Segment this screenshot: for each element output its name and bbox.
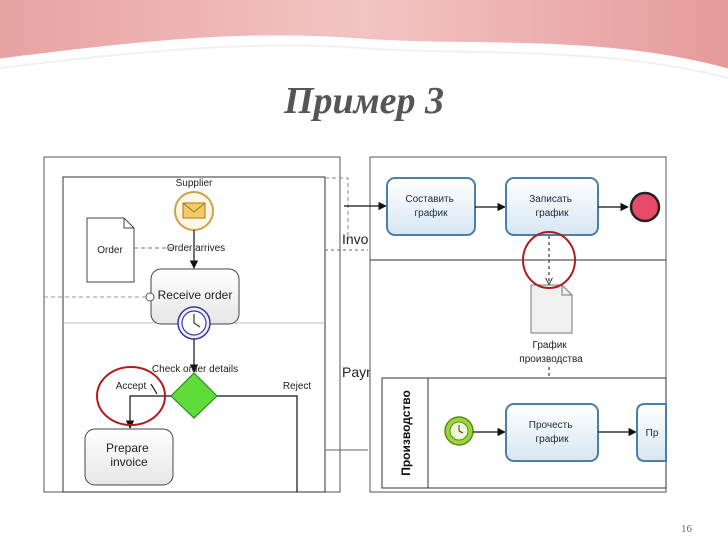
accept-label: Accept xyxy=(116,381,147,392)
production-lane-label: Производство xyxy=(399,390,413,476)
boundary-message-event xyxy=(145,292,155,302)
highlight-circle-accept xyxy=(96,366,166,426)
task-receive-order-label: Receive order xyxy=(158,288,233,302)
header-band xyxy=(0,0,728,79)
page-number: 16 xyxy=(681,523,693,535)
task-compose-schedule[interactable]: Составить график xyxy=(386,177,476,236)
sequence-flow-reject xyxy=(217,395,298,492)
timer-icon[interactable] xyxy=(177,306,211,340)
task-read-schedule-label: Прочесть график xyxy=(529,420,575,445)
sequence-flow-accept xyxy=(125,395,171,429)
task-prepare-invoice[interactable]: Prepare invoice xyxy=(84,428,174,486)
left-diagram: Invo Paym Supplier Order arrives Order R… xyxy=(43,156,378,493)
timer-start-event[interactable] xyxy=(444,416,474,446)
end-event[interactable] xyxy=(629,191,661,223)
default-flow-mark xyxy=(150,383,158,395)
schedule-data-object[interactable] xyxy=(530,284,573,334)
right-diagram: Составить график Записать график График … xyxy=(344,156,667,493)
slide-title: Пример 3 xyxy=(283,80,444,122)
order-data-object-label: Order xyxy=(97,245,123,256)
message-flow-payment-label: Paym xyxy=(342,364,378,380)
task-record-schedule-label: Записать график xyxy=(529,194,575,219)
task-read-schedule[interactable]: Прочесть график xyxy=(505,403,599,462)
envelope-icon xyxy=(182,202,206,219)
exclusive-gateway[interactable] xyxy=(170,372,218,419)
supplier-label: Supplier xyxy=(176,178,213,189)
highlight-circle-association xyxy=(522,231,576,289)
schedule-data-object-label: График производства xyxy=(519,339,583,365)
message-flow-invoice-label: Invo xyxy=(342,231,369,247)
order-data-object[interactable]: Order xyxy=(86,217,135,283)
gateway-label: Check order details xyxy=(152,364,238,375)
task-record-schedule[interactable]: Записать график xyxy=(505,177,599,236)
task-partial-label: Пр xyxy=(646,428,659,439)
order-arrives-label: Order arrives xyxy=(167,243,225,254)
message-flow-invoice xyxy=(325,177,349,240)
reject-label: Reject xyxy=(283,381,312,392)
task-compose-schedule-label: Составить график xyxy=(405,194,456,219)
task-partial[interactable]: Пр xyxy=(636,403,667,462)
task-prepare-invoice-label: Prepare invoice xyxy=(106,441,152,469)
task-receive-order[interactable]: Receive order xyxy=(150,268,240,325)
left-pool xyxy=(62,176,326,493)
